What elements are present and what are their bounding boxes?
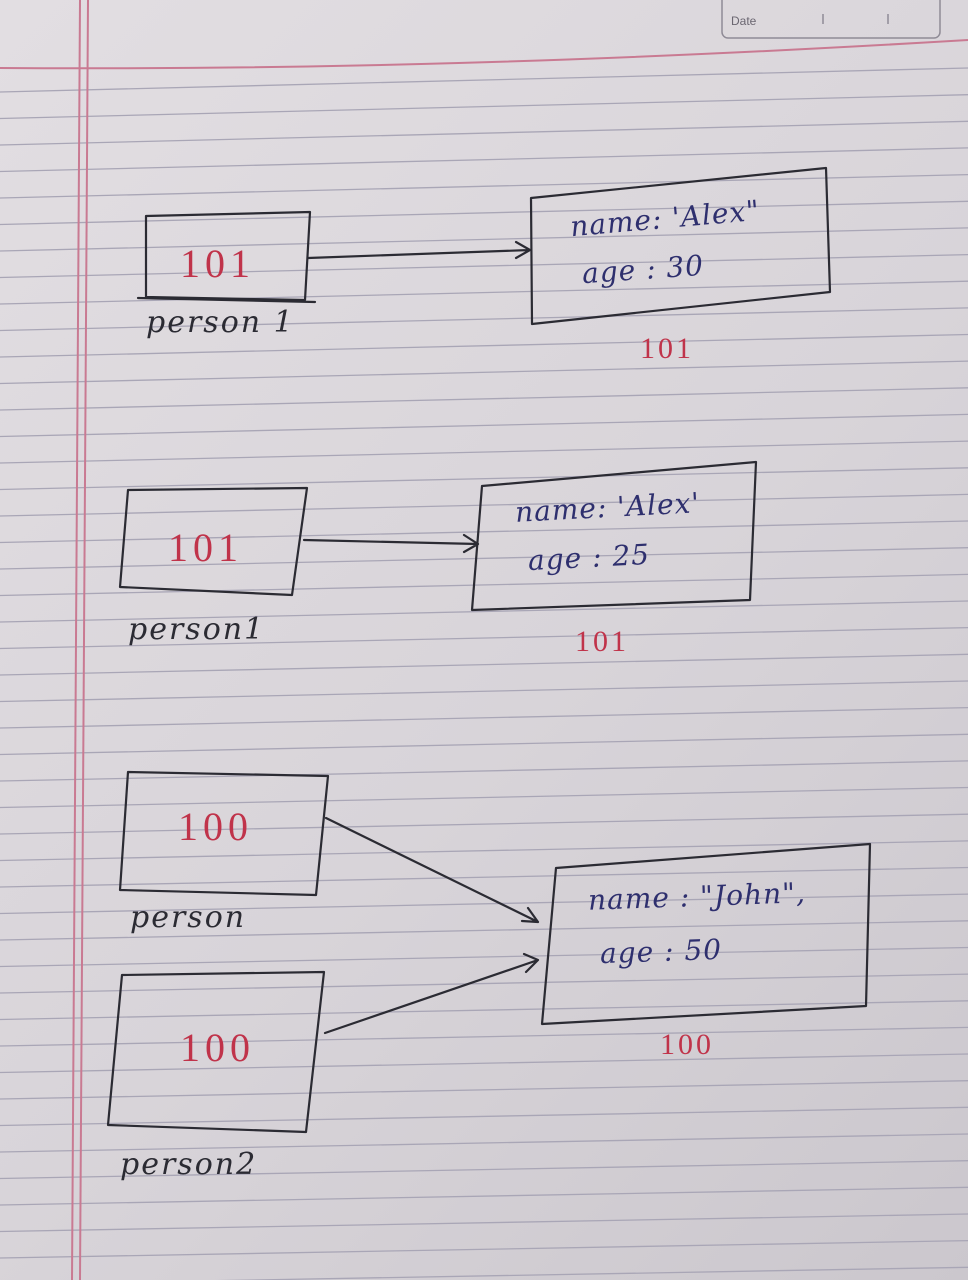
ruled-line [0, 94, 968, 120]
date-box [721, 0, 941, 39]
reference-arrow [306, 240, 532, 260]
ruled-line [0, 653, 968, 676]
date-label: Date [731, 14, 757, 28]
ruled-line [0, 840, 968, 862]
ruled-line [0, 866, 968, 888]
reference-arrow [302, 533, 480, 554]
object-address: 101 [640, 332, 694, 365]
ruled-line [0, 253, 968, 279]
ruled-line [0, 1213, 968, 1233]
ruled-line [0, 173, 968, 199]
ruled-line [0, 467, 968, 491]
ruled-line [216, 1266, 968, 1280]
ruled-line [0, 1106, 968, 1127]
object-age-field: age : 25 [527, 537, 651, 578]
variable-box [118, 770, 330, 897]
reference-value: 100 [178, 804, 253, 849]
ruled-line [0, 973, 968, 994]
diagram-3 [106, 770, 872, 1134]
reference-arrow [324, 816, 540, 924]
ruled-line [0, 307, 968, 332]
ruled-line [0, 147, 968, 173]
ruled-line [0, 547, 968, 570]
ruled-line [0, 227, 968, 252]
ruled-line [0, 280, 968, 305]
variable-name: person2 [120, 1147, 258, 1182]
ruled-line [0, 493, 968, 517]
object-age-field: age : 50 [599, 932, 723, 971]
margin-line [79, 0, 89, 1280]
reference-value: 101 [168, 525, 243, 570]
object-box [529, 166, 832, 326]
ruled-line [0, 1239, 968, 1259]
object-age-field: age : 30 [580, 248, 706, 291]
ruled-line [0, 1053, 968, 1074]
ruled-line [0, 1133, 968, 1153]
variable-box [106, 970, 326, 1134]
object-box [540, 842, 872, 1026]
ruled-line [0, 67, 968, 93]
ruled-line [0, 360, 968, 385]
ruled-line [0, 1080, 968, 1100]
reference-arrow [323, 952, 540, 1035]
variable-name: person 1 [146, 305, 295, 340]
ruled-line [0, 520, 968, 544]
header-line [0, 39, 968, 70]
variable-box-underline [136, 296, 317, 304]
variable-name: person [130, 900, 247, 935]
ruled-line [0, 946, 968, 968]
reference-value: 100 [180, 1025, 255, 1070]
variable-name: person1 [128, 612, 266, 647]
margin-line [71, 0, 81, 1280]
ruled-lines [0, 67, 968, 1280]
ruled-line [0, 1160, 968, 1180]
ruled-line [0, 920, 968, 941]
object-name-field: name : "John", [587, 876, 807, 917]
ruled-line [0, 1000, 968, 1021]
ruled-line [0, 600, 968, 623]
object-address: 101 [575, 625, 629, 658]
ruled-line [0, 893, 968, 915]
ruled-line [0, 120, 968, 146]
ruled-line [0, 200, 968, 226]
variable-box [144, 210, 312, 302]
ruled-line [0, 387, 968, 411]
ruled-line [0, 760, 968, 782]
ruled-line [0, 1186, 968, 1206]
ruled-line [0, 1026, 968, 1047]
ruled-line [0, 413, 968, 438]
ruled-line [0, 706, 968, 729]
ruled-line [0, 786, 968, 809]
object-box [470, 460, 758, 612]
ruled-line [0, 626, 968, 650]
ruled-line [0, 573, 968, 597]
diagram-2 [118, 460, 758, 612]
ruled-line [0, 680, 968, 703]
object-address: 100 [660, 1028, 714, 1061]
variable-box [118, 486, 309, 597]
reference-value: 101 [180, 241, 255, 286]
ruled-line [0, 813, 968, 835]
ruled-line [0, 440, 968, 464]
diagram-1 [136, 166, 832, 326]
ruled-line [0, 733, 968, 756]
ruled-line [0, 333, 968, 358]
